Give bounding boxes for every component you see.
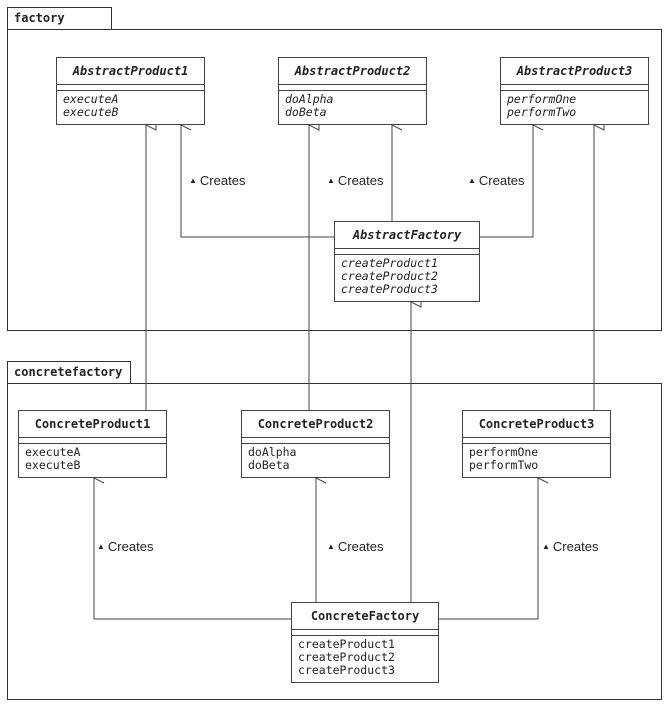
class-abstract-product1: AbstractProduct1 executeA executeB [56, 57, 205, 125]
operation: createProduct2 [298, 650, 395, 664]
operations-compartment: executeA executeB [57, 91, 204, 122]
operation: executeA [63, 92, 119, 106]
operations-compartment: performOne performTwo [463, 444, 610, 475]
triangle-up-icon: ▲ [542, 542, 550, 551]
package-tab-concretefactory: concretefactory [7, 361, 131, 384]
package-label-concretefactory: concretefactory [14, 365, 123, 379]
operation: doBeta [248, 458, 290, 472]
operations-compartment: doAlpha doBeta [279, 91, 426, 122]
attributes-compartment [19, 438, 166, 444]
attributes-compartment [57, 85, 204, 91]
operation: createProduct1 [298, 637, 395, 651]
package-concretefactory [7, 383, 662, 700]
class-concrete-product3: ConcreteProduct3 performOne performTwo [462, 410, 611, 478]
creates-label: ▲Creates [468, 173, 525, 188]
class-name: ConcreteFactory [292, 603, 438, 630]
creates-label: ▲Creates [542, 539, 599, 554]
class-name: AbstractProduct1 [57, 58, 204, 85]
package-factory [7, 29, 662, 331]
operation: createProduct1 [341, 256, 438, 270]
triangle-up-icon: ▲ [327, 542, 335, 551]
package-tab-factory: factory [7, 7, 112, 30]
class-name: ConcreteProduct1 [19, 411, 166, 438]
attributes-compartment [242, 438, 389, 444]
attributes-compartment [335, 249, 479, 255]
operation: performOne [507, 92, 577, 106]
operation: doAlpha [248, 445, 297, 459]
creates-abstract-1 [181, 125, 334, 238]
class-concrete-product1: ConcreteProduct1 executeA executeB [18, 410, 167, 478]
creates-concrete-1 [94, 478, 291, 620]
operation: doAlpha [285, 92, 334, 106]
class-name: ConcreteProduct2 [242, 411, 389, 438]
creates-label: ▲Creates [189, 173, 246, 188]
class-abstract-product3: AbstractProduct3 performOne performTwo [500, 57, 649, 125]
operations-compartment: createProduct1 createProduct2 createProd… [335, 255, 479, 299]
triangle-up-icon: ▲ [468, 176, 476, 185]
attributes-compartment [463, 438, 610, 444]
creates-label: ▲Creates [97, 539, 154, 554]
class-abstract-factory: AbstractFactory createProduct1 createPro… [334, 221, 480, 302]
operations-compartment: createProduct1 createProduct2 createProd… [292, 636, 438, 680]
operation: performTwo [507, 105, 577, 119]
creates-abstract-3 [480, 125, 533, 238]
class-name: AbstractProduct3 [501, 58, 648, 85]
class-concrete-factory: ConcreteFactory createProduct1 createPro… [291, 602, 439, 683]
operations-compartment: doAlpha doBeta [242, 444, 389, 475]
operation: createProduct2 [341, 269, 438, 283]
attributes-compartment [501, 85, 648, 91]
class-abstract-product2: AbstractProduct2 doAlpha doBeta [278, 57, 427, 125]
creates-label: ▲Creates [327, 173, 384, 188]
creates-label: ▲Creates [327, 539, 384, 554]
class-name: AbstractProduct2 [279, 58, 426, 85]
attributes-compartment [292, 630, 438, 636]
triangle-up-icon: ▲ [97, 542, 105, 551]
package-label-factory: factory [14, 11, 65, 25]
operation: createProduct3 [341, 282, 438, 296]
attributes-compartment [279, 85, 426, 91]
operation: doBeta [285, 105, 327, 119]
operation: performTwo [469, 458, 539, 472]
creates-concrete-3 [439, 478, 538, 620]
class-name: AbstractFactory [335, 222, 479, 249]
operations-compartment: performOne performTwo [501, 91, 648, 122]
operations-compartment: executeA executeB [19, 444, 166, 475]
class-concrete-product2: ConcreteProduct2 doAlpha doBeta [241, 410, 390, 478]
operation: executeB [25, 458, 81, 472]
triangle-up-icon: ▲ [327, 176, 335, 185]
operation: performOne [469, 445, 539, 459]
operation: executeA [25, 445, 81, 459]
operation: executeB [63, 105, 119, 119]
triangle-up-icon: ▲ [189, 176, 197, 185]
operation: createProduct3 [298, 663, 395, 677]
class-name: ConcreteProduct3 [463, 411, 610, 438]
